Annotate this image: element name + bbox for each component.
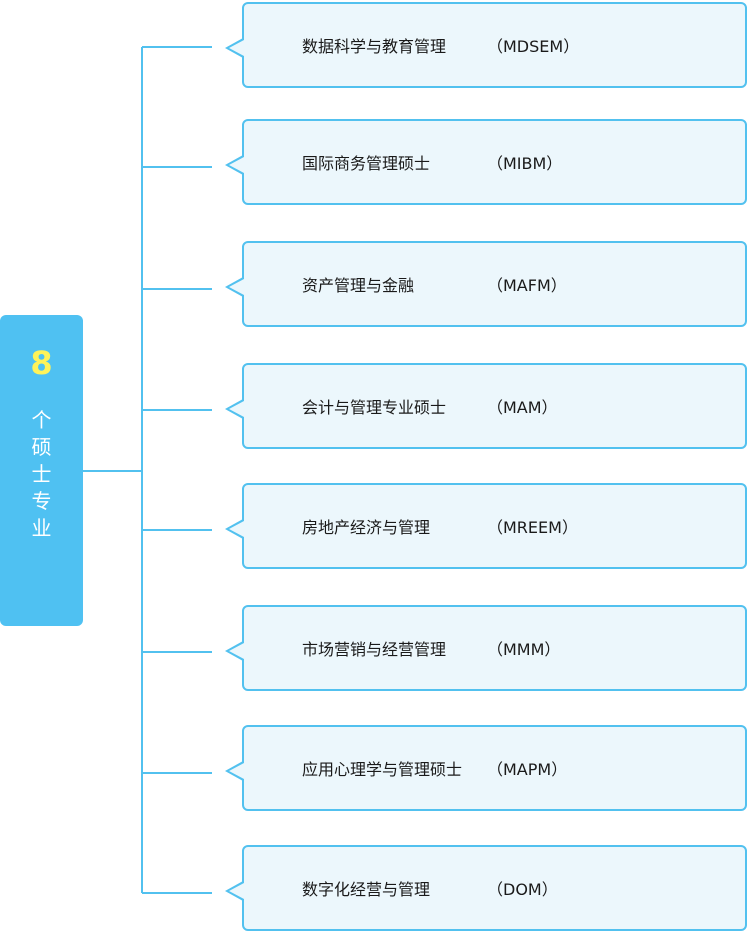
program-card: 数字化经营与管理 （DOM） xyxy=(225,845,747,931)
program-name: 国际商务管理硕士 xyxy=(302,154,431,173)
program-card: 国际商务管理硕士 （MIBM） xyxy=(225,119,747,205)
hub-label-char: 专 xyxy=(31,489,52,513)
hub-count: 8 xyxy=(30,344,53,382)
program-name: 会计与管理专业硕士 xyxy=(302,398,447,417)
hub-label-char: 个 xyxy=(31,408,52,432)
program-card: 数据科学与教育管理 （MDSEM） xyxy=(225,2,747,88)
hub-label: 个 硕 士 专 业 xyxy=(32,407,52,542)
program-abbr: （MAPM） xyxy=(487,760,568,779)
program-name: 房地产经济与管理 xyxy=(302,518,431,537)
program-abbr: （MAFM） xyxy=(487,276,567,295)
hub-label-char: 业 xyxy=(31,516,52,540)
program-name: 数字化经营与管理 xyxy=(302,880,431,899)
program-abbr: （MDSEM） xyxy=(487,37,580,56)
program-abbr: （DOM） xyxy=(487,880,558,899)
program-name: 资产管理与金融 xyxy=(302,276,415,295)
program-card: 房地产经济与管理 （MREEM） xyxy=(225,483,747,569)
program-abbr: （MREEM） xyxy=(487,518,578,537)
hub-label-char: 硕 xyxy=(31,435,52,459)
program-card: 市场营销与经营管理 （MMM） xyxy=(225,605,747,691)
hub-box: 8 个 硕 士 专 业 xyxy=(0,315,83,626)
program-name: 应用心理学与管理硕士 xyxy=(302,760,463,779)
program-card: 会计与管理专业硕士 （MAM） xyxy=(225,363,747,449)
program-card: 应用心理学与管理硕士 （MAPM） xyxy=(225,725,747,811)
hub-label-char: 士 xyxy=(31,462,52,486)
program-name: 市场营销与经营管理 xyxy=(302,640,447,659)
program-abbr: （MAM） xyxy=(487,398,558,417)
program-abbr: （MMM） xyxy=(487,640,561,659)
program-name: 数据科学与教育管理 xyxy=(302,37,447,56)
program-card: 资产管理与金融 （MAFM） xyxy=(225,241,747,327)
program-abbr: （MIBM） xyxy=(487,154,563,173)
